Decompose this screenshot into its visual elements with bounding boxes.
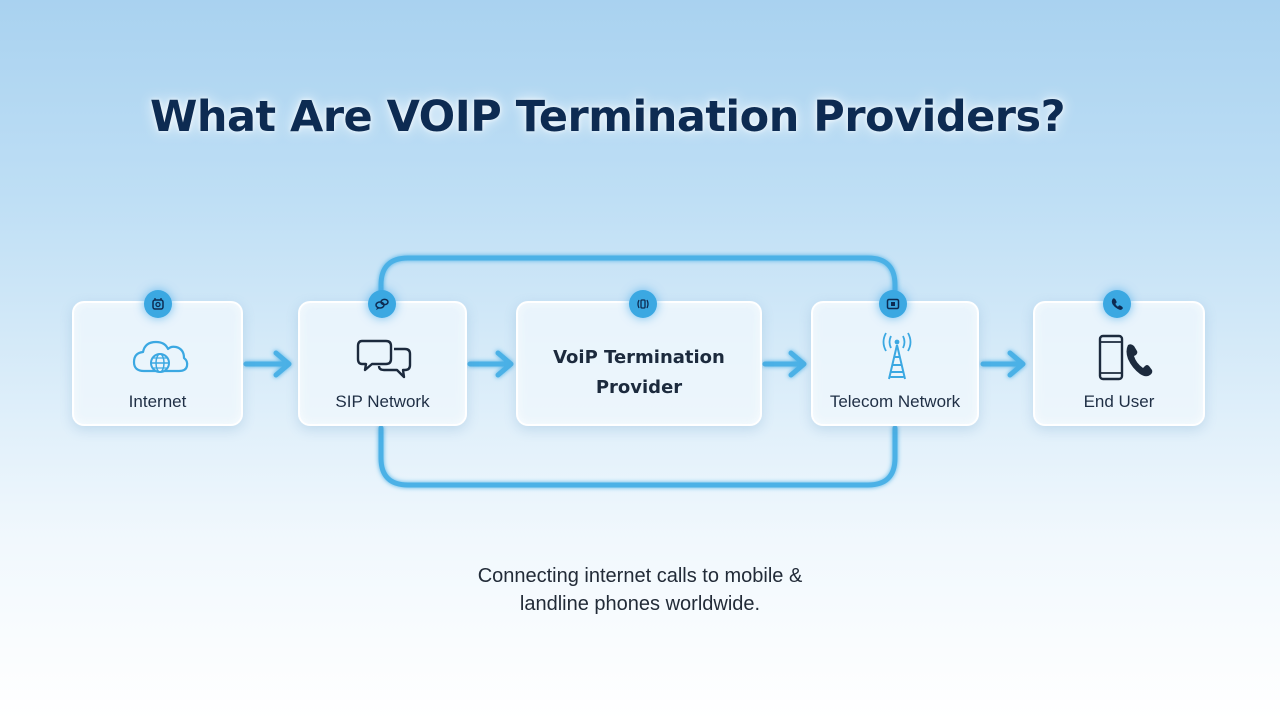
router-badge — [144, 290, 172, 318]
node-internet: Internet — [72, 301, 243, 426]
chat-link-icon — [375, 298, 389, 310]
node-provider-label-line2: Provider — [595, 377, 683, 398]
cell-tower-icon — [882, 332, 912, 380]
chat-bubbles-icon — [356, 339, 412, 379]
node-sip-network: SIP Network — [298, 301, 467, 426]
signal-waves-icon — [637, 299, 649, 309]
arrow-provider-telecom — [762, 350, 807, 378]
caption: Connecting internet calls to mobile & la… — [440, 562, 840, 618]
node-termination-provider: VoiP Termination Provider — [516, 301, 762, 426]
arrow-telecom-enduser — [980, 350, 1026, 378]
caption-line-1: Connecting internet calls to mobile & — [477, 565, 803, 587]
sim-icon — [886, 298, 900, 310]
sim-badge — [879, 290, 907, 318]
arrow-internet-sip — [243, 350, 292, 378]
node-internet-label: Internet — [128, 392, 187, 411]
node-telecom-network: Telecom Network — [811, 301, 979, 426]
loop-top-path — [378, 255, 898, 301]
chat-link-badge — [368, 290, 396, 318]
arrow-sip-provider — [467, 350, 514, 378]
loop-bottom-path — [378, 425, 898, 488]
phone-handset-icon — [1098, 334, 1153, 381]
node-sip-network-label: SIP Network — [335, 392, 430, 411]
phone-badge — [1103, 290, 1131, 318]
page-title: What Are VOIP Termination Providers? — [149, 92, 1066, 142]
router-icon — [152, 298, 164, 310]
signal-waves-badge — [629, 290, 657, 318]
node-provider-label-line1: VoiP Termination — [553, 347, 725, 368]
node-telecom-network-label: Telecom Network — [829, 392, 961, 411]
caption-line-2: landline phones worldwide. — [519, 593, 761, 615]
cloud-globe-icon — [132, 340, 189, 373]
phone-icon — [1111, 298, 1123, 310]
node-end-user: End User — [1033, 301, 1205, 426]
node-end-user-label: End User — [1083, 392, 1155, 411]
